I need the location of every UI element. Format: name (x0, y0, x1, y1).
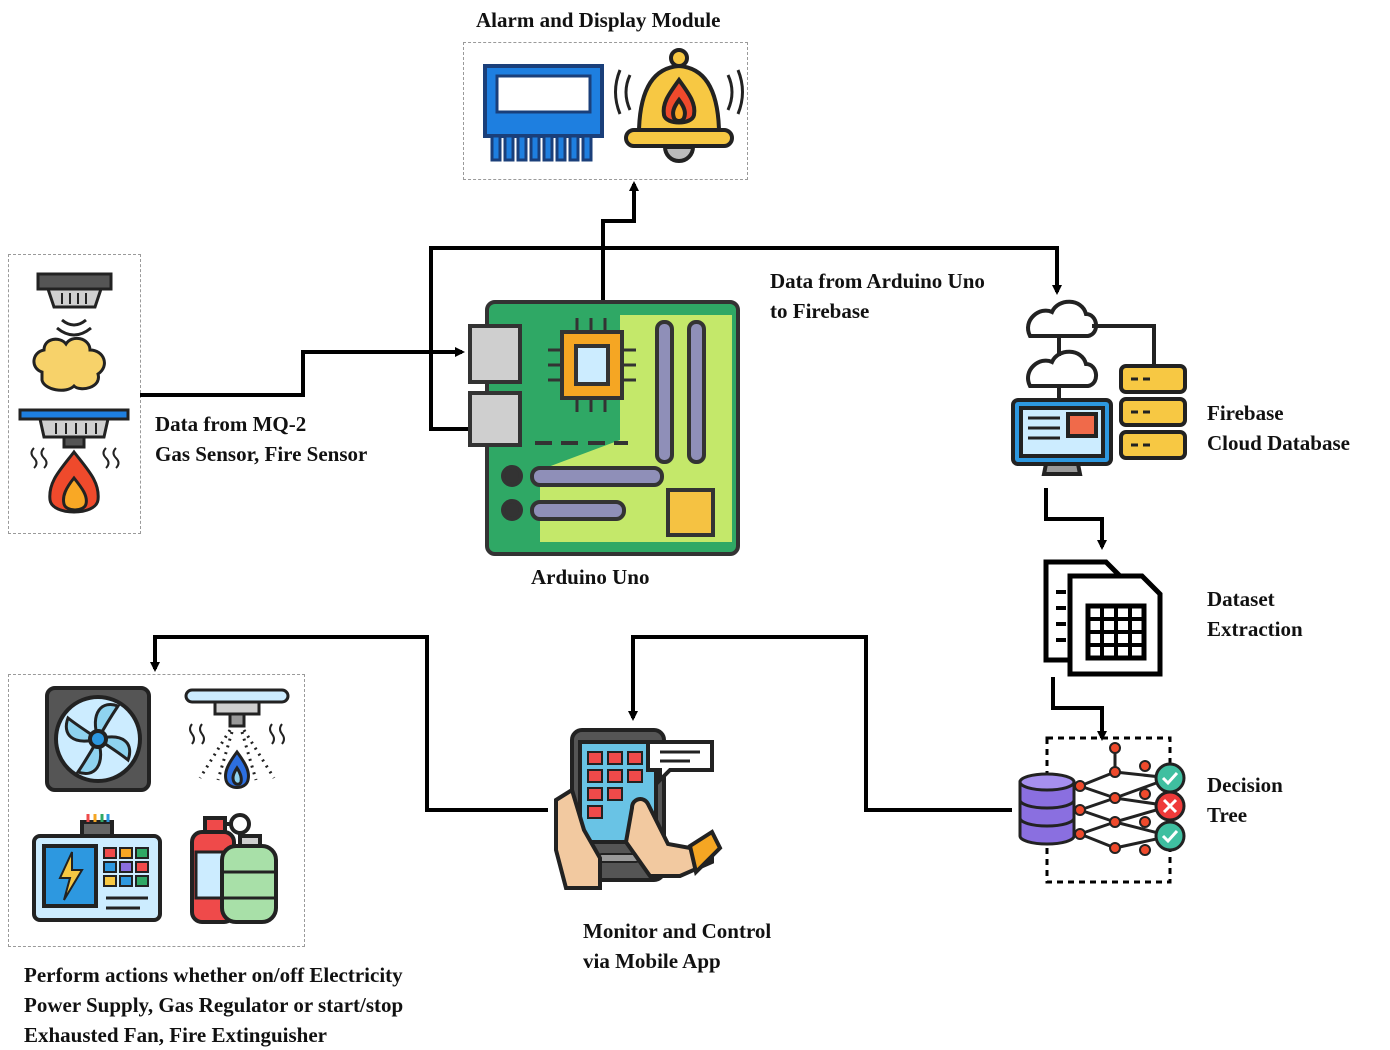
mobile-app-label: Monitor and Control via Mobile App (583, 919, 772, 973)
sensor-data-label: Data from MQ-2 Gas Sensor, Fire Sensor (155, 412, 368, 466)
alarm-module-label: Alarm and Display Module (476, 8, 721, 32)
arduino-board-icon (468, 300, 740, 556)
arduino-label: Arduino Uno (531, 565, 650, 589)
arrow-mobile-to-actuators (150, 635, 548, 812)
lcd-display-icon (483, 64, 604, 162)
actions-label: Perform actions whether on/off Electrici… (24, 963, 404, 1047)
cloud-database-icon (1011, 299, 1187, 476)
mobile-app-icon (554, 728, 723, 890)
fire-sprinkler-icon (184, 688, 290, 789)
firebase-label: Firebase Cloud Database (1207, 401, 1350, 455)
alarm-module-box (463, 42, 748, 180)
arrow-arduino-to-alarm (601, 181, 639, 300)
arrow-firebase-to-dataset (1044, 488, 1107, 550)
arduino-to-firebase-label: Data from Arduino Uno to Firebase (770, 269, 985, 323)
arrow-decision-to-mobile (628, 635, 1012, 812)
smoke-detector-icon (32, 272, 113, 392)
arrow-dataset-to-decision (1051, 677, 1107, 741)
arrow-sensor-to-arduino (140, 347, 465, 397)
decision-tree-icon (1018, 736, 1186, 884)
decision-tree-label: Decision Tree (1207, 773, 1283, 827)
dataset-document-icon (1043, 559, 1163, 677)
gas-cylinder-icon (190, 813, 278, 924)
exhaust-fan-icon (45, 686, 151, 792)
arrow-arduino-to-firebase (429, 246, 1062, 431)
actuator-box (8, 674, 305, 947)
dataset-label: Dataset Extraction (1207, 587, 1303, 641)
connectors (140, 181, 1107, 812)
fire-sensor-icon (18, 408, 130, 514)
fire-alarm-bell-icon (614, 48, 744, 163)
power-panel-icon (32, 814, 162, 922)
